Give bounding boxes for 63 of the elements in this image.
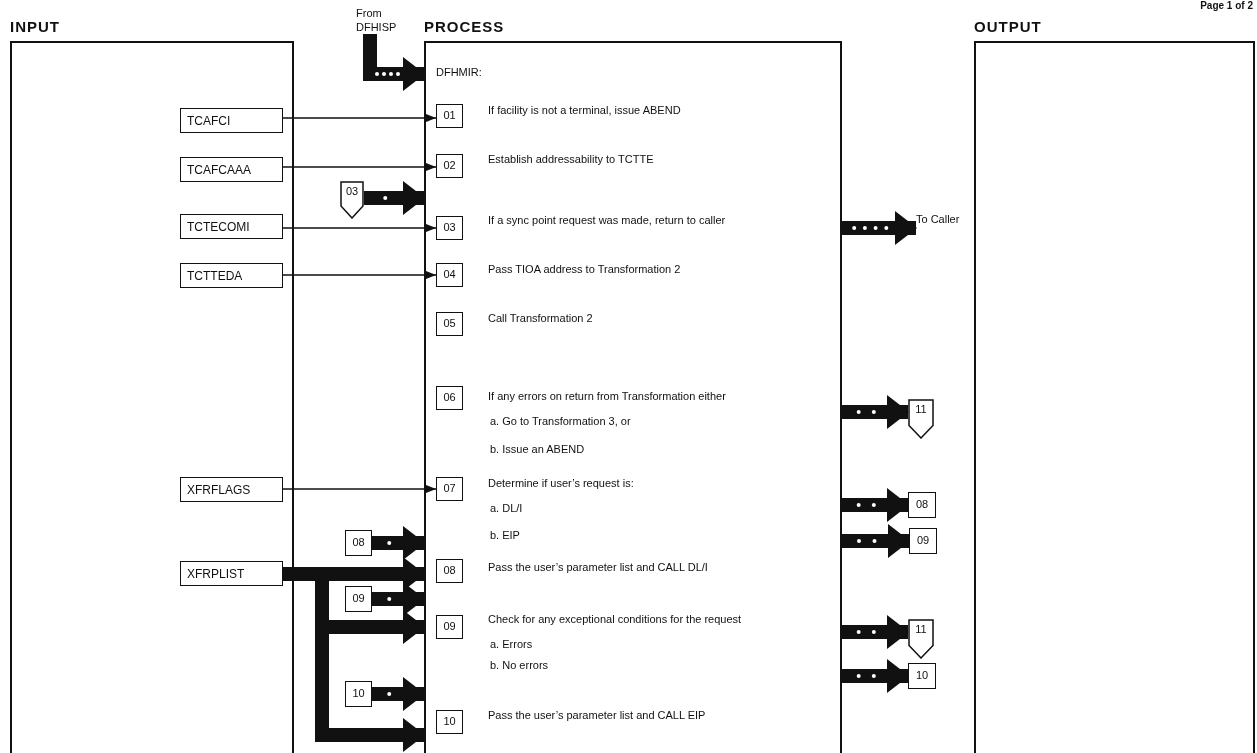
module-name: DFHMIR: [436, 65, 482, 79]
data-item: TCTECOMI [180, 214, 283, 239]
on-page-connector: 08 [345, 530, 372, 556]
block-arrow [363, 34, 425, 91]
block-arrow [842, 524, 910, 558]
step-text: Pass the user’s parameter list and CALL EIP [488, 708, 706, 722]
block-arrow [842, 395, 909, 429]
block-arrow [364, 181, 425, 215]
block-arrow [842, 659, 909, 693]
on-page-connector: 10 [345, 681, 372, 707]
step-text: Pass TIOA address to Transformation 2 [488, 262, 681, 276]
arrow [282, 224, 437, 232]
off-page-connector: 11 [908, 399, 934, 439]
step-option: a. Go to Transformation 3, or [490, 414, 631, 428]
step-number: 06 [436, 386, 463, 410]
step-option: b. Issue an ABEND [490, 442, 585, 456]
panel-heading: INPUT [10, 18, 60, 35]
on-page-connector: 09 [345, 586, 372, 612]
on-page-connector: 08 [908, 492, 936, 518]
step-option: b. No errors [490, 658, 549, 672]
panel-heading: OUTPUT [974, 18, 1042, 35]
data-item: TCAFCAAA [180, 157, 283, 182]
arrow [282, 114, 437, 122]
step-text: If any errors on return from Transformation either [488, 389, 726, 403]
step-text: Call Transformation 2 [488, 311, 593, 325]
block-arrow [372, 526, 425, 560]
data-item: TCAFCI [180, 108, 283, 133]
step-number: 10 [436, 710, 463, 734]
step-option: a. DL/I [490, 501, 523, 515]
step-option: b. EIP [490, 528, 520, 542]
off-page-connector: 03 [340, 181, 364, 219]
step-number: 07 [436, 477, 463, 501]
block-arrow [372, 677, 425, 711]
step-number: 03 [436, 216, 463, 240]
arrow [282, 485, 437, 493]
connector-label: To Caller [916, 212, 960, 226]
on-page-connector: 10 [908, 663, 936, 689]
step-text: Pass the user’s parameter list and CALL DL/I [488, 560, 708, 574]
step-option: a. Errors [490, 637, 533, 651]
step-number: 01 [436, 104, 463, 128]
step-text: Determine if user’s request is: [488, 476, 634, 490]
on-page-connector: 09 [909, 528, 937, 554]
step-number: 04 [436, 263, 463, 287]
step-number: 05 [436, 312, 463, 336]
step-text: If facility is not a terminal, issue ABEND [488, 103, 681, 117]
arrow [282, 163, 437, 171]
data-item: XFRFLAGS [180, 477, 283, 502]
step-text: Establish addressability to TCTTE [488, 152, 654, 166]
step-number: 09 [436, 615, 463, 639]
data-item: XFRPLIST [180, 561, 283, 586]
step-text: Check for any exceptional conditions for the request [488, 612, 742, 626]
page-number: Page 1 of 2 [1200, 0, 1253, 11]
off-page-connector: 11 [908, 619, 934, 659]
step-text: If a sync point request was made, return to caller [488, 213, 726, 227]
block-arrow [842, 615, 909, 649]
block-arrow [842, 211, 917, 245]
connector-label: From DFHISP [356, 6, 404, 34]
panel-heading: PROCESS [424, 18, 505, 35]
arrow [282, 271, 437, 279]
step-number: 08 [436, 559, 463, 583]
step-number: 02 [436, 154, 463, 178]
data-item: TCTTEDA [180, 263, 283, 288]
block-arrow [842, 488, 909, 522]
